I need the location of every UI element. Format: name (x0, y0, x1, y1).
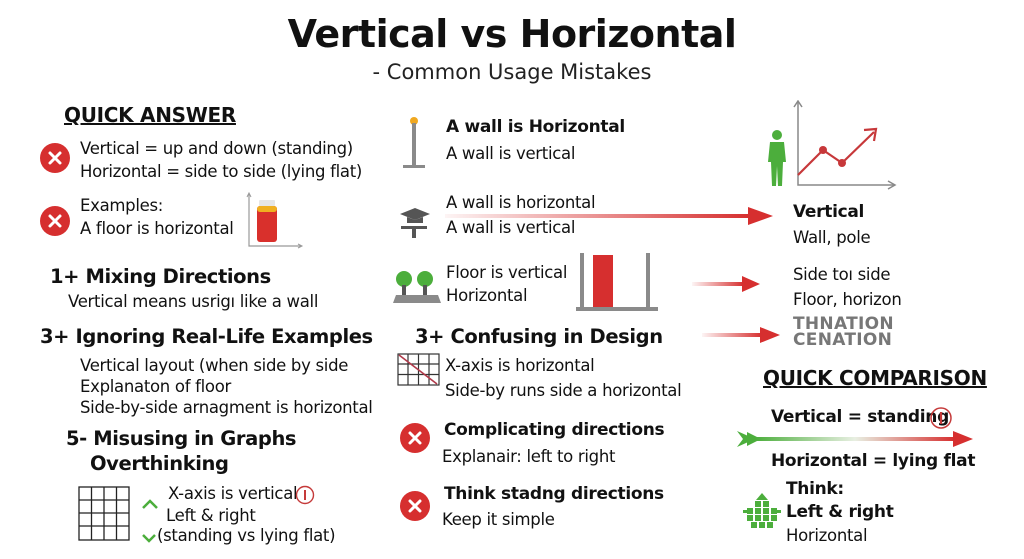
design-heading: 3+ Confusing in Design (415, 325, 663, 348)
grid-icon (78, 486, 130, 541)
comparison-horizontal: Horizontal = lying flat (771, 451, 976, 471)
blocks-icon (743, 493, 781, 528)
quick-answer-vertical: Vertical = up and down (standing) (80, 139, 353, 158)
pole-icon (403, 117, 425, 168)
mistake-1-heading: 1+ Mixing Directions (50, 265, 271, 288)
mistake-3-line: Vertical layout (when side by side (80, 356, 349, 375)
caps-text-1: THNATION (793, 314, 894, 334)
arrow-right-icon (445, 207, 773, 225)
keep-simple-text: Keep it simple (442, 510, 555, 529)
x-circle-icon (400, 491, 430, 521)
floor-horizon-text: Floor, horizon (793, 290, 902, 309)
mistake-5-heading: 5- Misusing in Graphs (66, 427, 297, 450)
caps-text-2: CENATION (793, 330, 893, 350)
arrow-right-icon (692, 276, 760, 292)
design-line-side: Side-by runs side a horizontal (445, 381, 682, 400)
mistake-1-body: Vertical means usrigı like a wall (68, 292, 319, 311)
think-label: Think: (786, 479, 844, 499)
vertical-label: Vertical (793, 202, 865, 222)
green-to-red-arrow-icon (737, 431, 973, 447)
graduation-cap-icon (400, 208, 430, 238)
design-line-xaxis: X-axis is horizontal (445, 356, 595, 375)
graph-line-xaxis: X-axis is vertical (168, 484, 298, 503)
quick-comparison-heading: QUICK COMPARISON (763, 366, 987, 390)
floor-horizontal-text: Horizontal (446, 286, 528, 305)
wall-horizontal-bold: A wall is Horizontal (446, 117, 625, 137)
comparison-vertical: Vertical = standing (771, 407, 949, 427)
horizontal-text: Horizontal (786, 526, 868, 545)
examples-label: Examples: (80, 196, 164, 215)
left-right-bold: Left & right (786, 502, 894, 522)
door-frame-icon (576, 253, 658, 311)
mistake-3-line: Explanaton of floor (80, 377, 232, 396)
trees-icon (393, 271, 441, 303)
crossed-grid-icon (397, 353, 440, 386)
x-circle-icon (40, 143, 70, 173)
side-to-side-text: Side toı side (793, 265, 891, 284)
quick-answer-horizontal: Horizontal = side to side (lying flat) (80, 162, 363, 181)
jar-chart-icon (246, 192, 304, 249)
wall-vertical-text-2: A wall is vertical (446, 218, 576, 237)
quick-answer-heading: QUICK ANSWER (64, 103, 236, 127)
wall-horizontal-text: A wall is horizontal (446, 193, 596, 212)
info-warning-icon (930, 407, 952, 429)
floor-vertical-text: Floor is vertical (446, 263, 568, 282)
person-icon (768, 130, 786, 186)
wall-pole-text: Wall, pole (793, 228, 871, 247)
mistake-5-subheading: Overthinking (90, 452, 229, 475)
arrow-right-icon (702, 327, 780, 343)
page-title: Vertical vs Horizontal (287, 12, 737, 56)
chevron-down-icon (142, 534, 156, 543)
graph-line-standing: (standing vs lying flat) (157, 526, 336, 545)
think-standing-bold: Think stadng directions (444, 484, 664, 504)
x-circle-icon (40, 206, 70, 236)
mistake-3-heading: 3+ Ignoring Real-Life Examples (40, 325, 373, 348)
graph-line-left-right: Left & right (166, 506, 256, 525)
x-circle-icon (400, 423, 430, 453)
line-chart-icon (793, 100, 897, 190)
info-warning-icon (295, 485, 315, 505)
mistake-3-line: Side-by-side arnagment is horizontal (80, 398, 373, 417)
chevron-up-icon (142, 499, 158, 509)
page-subtitle: - Common Usage Mistakes (372, 60, 652, 84)
complicating-text: Explanair: left to right (442, 447, 616, 466)
wall-vertical-text: A wall is vertical (446, 144, 576, 163)
complicating-bold: Complicating directions (444, 420, 665, 440)
examples-floor: A floor is horizontal (80, 219, 234, 238)
